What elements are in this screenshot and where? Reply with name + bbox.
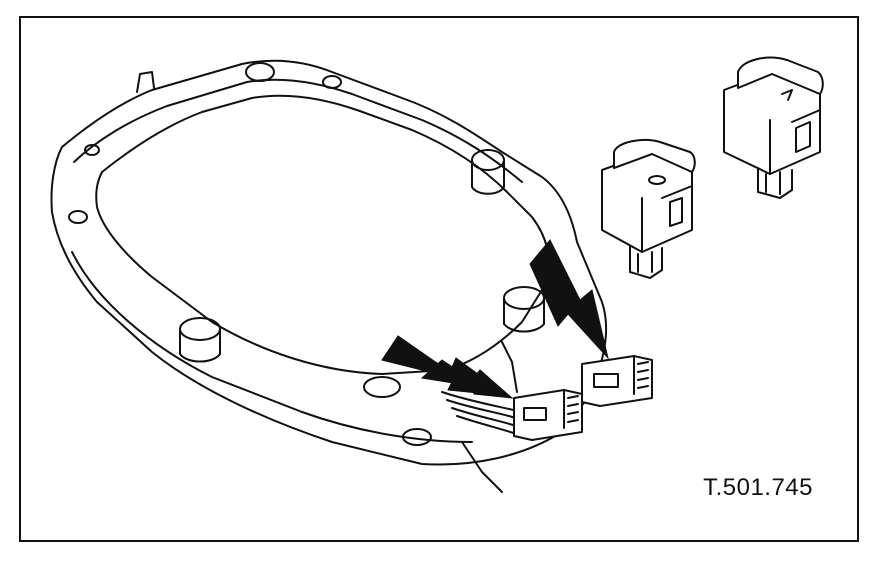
callout-arrows <box>381 239 609 399</box>
figure-reference-code: T.501.745 <box>703 474 813 501</box>
technical-illustration <box>50 56 824 493</box>
boss-top-mid <box>322 75 342 89</box>
boss-top-right <box>471 149 505 171</box>
arrow-3 <box>420 359 514 399</box>
bezel-lip <box>73 78 523 183</box>
boss-top-left <box>245 62 275 82</box>
figure-frame: T.501.745 <box>19 16 859 542</box>
switch-unit-left <box>601 139 696 279</box>
boss-left-hole <box>68 210 88 224</box>
boss-lower-center <box>363 376 401 398</box>
connector-left <box>513 389 583 441</box>
bezel-lower-rim <box>71 251 473 443</box>
boss-bottom-hole <box>402 428 432 446</box>
bezel-tab-top <box>136 71 155 93</box>
bezel-bosses <box>68 62 545 446</box>
switch-unit-right <box>723 56 824 199</box>
connector-right <box>581 355 653 407</box>
boss-lower-left <box>179 317 221 341</box>
boss-left-small <box>84 144 100 156</box>
arrow-1 <box>529 239 609 360</box>
